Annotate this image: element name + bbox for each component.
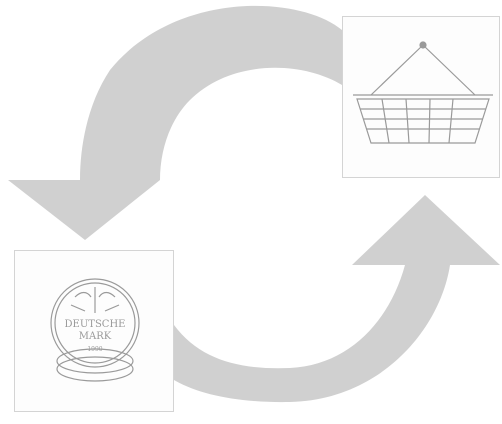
top-arrowhead (8, 180, 160, 240)
coin-panel: DEUTSCHE MARK 1990 (14, 250, 174, 412)
bottom-arrow-band (174, 265, 450, 402)
coin-year: 1990 (87, 346, 102, 353)
shopping-basket-icon (343, 17, 499, 177)
coin-text-line2: MARK (79, 331, 112, 342)
coin-text-line1: DEUTSCHE (65, 319, 126, 330)
coin-stack-icon: DEUTSCHE MARK 1990 (15, 251, 173, 411)
bottom-cycle-arrow (174, 195, 500, 402)
top-cycle-arrow (8, 6, 342, 240)
top-arrow-band (80, 6, 342, 180)
bottom-arrowhead (352, 195, 500, 265)
basket-panel (342, 16, 500, 178)
